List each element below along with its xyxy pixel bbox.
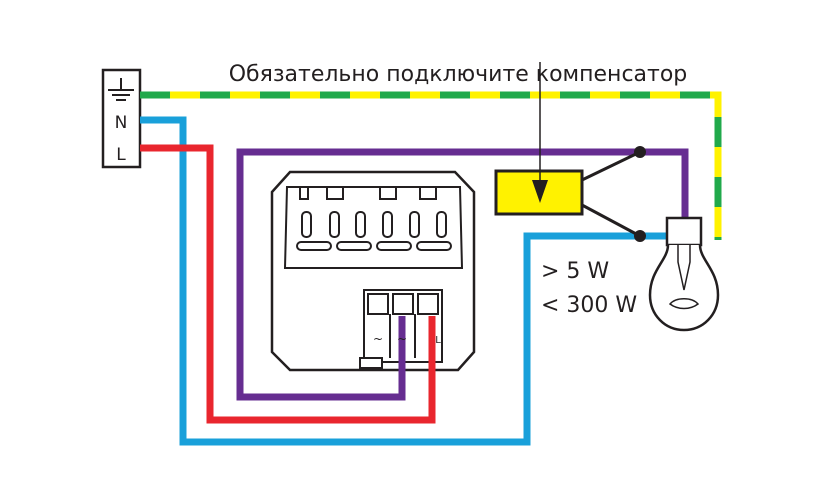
terminal-label-load-2: ~ bbox=[397, 332, 407, 346]
switched-wire bbox=[236, 148, 689, 401]
line-wire bbox=[140, 144, 436, 424]
earth-wire bbox=[140, 91, 722, 240]
dimmer-module bbox=[270, 170, 476, 372]
terminal-label-load-1: ~ bbox=[373, 332, 383, 346]
light-bulb-icon bbox=[648, 216, 720, 332]
neutral-label: N bbox=[115, 113, 128, 133]
supply-terminal-block: N L bbox=[101, 68, 142, 169]
load-max: < 300 W bbox=[541, 293, 637, 318]
junction-dot bbox=[634, 230, 646, 242]
junction-dot bbox=[634, 146, 646, 158]
callout-arrow bbox=[532, 62, 548, 203]
terminal-label-line: L bbox=[435, 335, 441, 346]
compensator bbox=[494, 146, 646, 242]
neutral-wire bbox=[140, 116, 672, 446]
load-min: > 5 W bbox=[541, 259, 609, 284]
line-label: L bbox=[116, 145, 126, 165]
title: Обязательно подключите компенсатор bbox=[229, 62, 688, 87]
earth-ground-icon bbox=[108, 78, 134, 101]
